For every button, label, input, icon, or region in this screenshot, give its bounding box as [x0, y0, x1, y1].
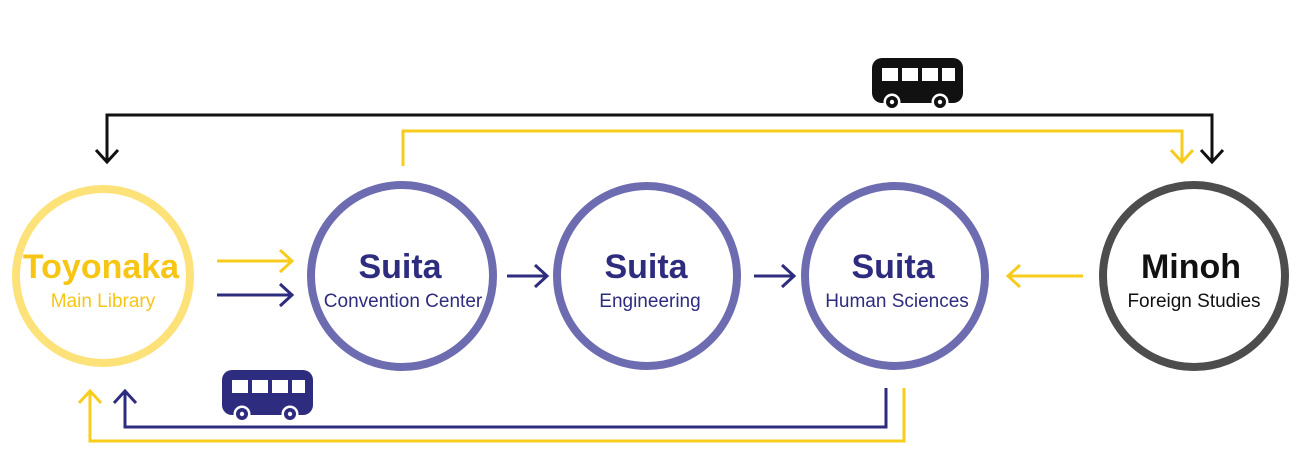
- arrow-engineering-to-human: [754, 263, 797, 289]
- node-title: Toyonaka: [23, 248, 180, 286]
- bottom-navy-route: [112, 388, 888, 429]
- node-subtitle: Convention Center: [324, 291, 483, 312]
- node-ring: [801, 182, 989, 370]
- node-title: Suita: [604, 248, 688, 286]
- node-subtitle: Foreign Studies: [1127, 291, 1260, 312]
- node-subtitle: Human Sciences: [825, 291, 969, 312]
- node-title: Minoh: [1141, 248, 1241, 286]
- node-title: Suita: [358, 248, 442, 286]
- top-black-route: [94, 113, 1225, 165]
- bus-icon: [872, 58, 963, 111]
- arrow-minoh-to-human: [1005, 263, 1083, 289]
- node-suita-human: Suita Human Sciences: [801, 182, 989, 370]
- bus-icon: [222, 370, 313, 423]
- node-suita-convention: Suita Convention Center: [307, 181, 497, 371]
- node-subtitle: Engineering: [599, 291, 700, 312]
- node-ring: [12, 185, 194, 367]
- node-title: Suita: [851, 248, 935, 286]
- node-subtitle: Main Library: [51, 291, 156, 312]
- bottom-yellow-route: [77, 388, 906, 443]
- node-suita-engineering: Suita Engineering: [553, 182, 741, 370]
- arrow-toyonaka-to-convention-navy: [217, 282, 295, 308]
- top-yellow-route: [401, 129, 1195, 166]
- node-ring: [553, 182, 741, 370]
- arrow-toyonaka-to-convention-yellow: [217, 248, 295, 274]
- node-ring: [307, 181, 497, 371]
- node-minoh: Minoh Foreign Studies: [1099, 181, 1289, 371]
- arrow-convention-to-engineering: [507, 263, 550, 289]
- node-ring: [1099, 181, 1289, 371]
- node-toyonaka: Toyonaka Main Library: [12, 185, 194, 367]
